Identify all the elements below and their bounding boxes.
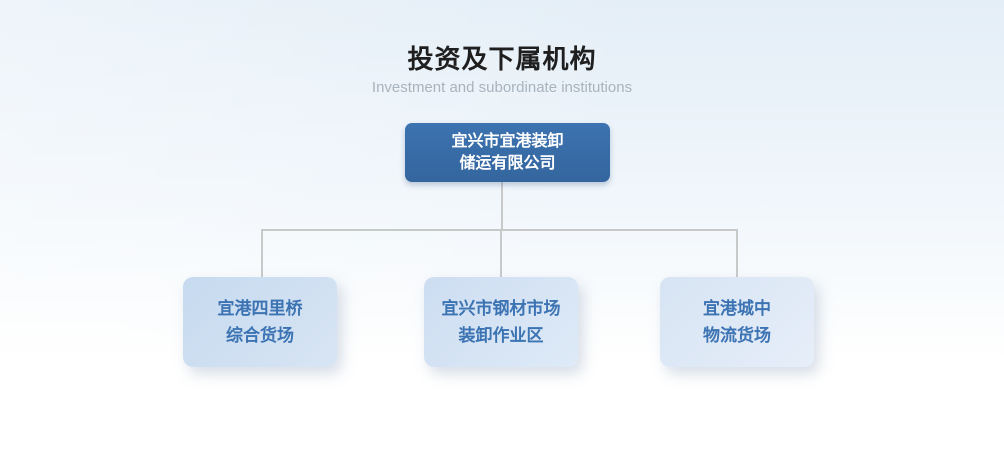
connector-horizontal-rail [261,229,738,231]
org-node-child-3: 宜港城中 物流货场 [660,277,814,367]
org-node-root-label-line1: 宜兴市宜港装卸 [451,132,564,150]
page-subtitle: Investment and subordinate institutions [371,79,633,96]
org-node-child-3-label-line2: 物流货场 [703,326,771,345]
connector-child-1-drop [261,229,263,277]
org-node-child-2-label-line2: 装卸作业区 [458,326,544,345]
connector-child-2-drop [500,229,502,277]
connector-root-drop [501,182,503,230]
org-node-child-1-label-line2: 综合货场 [226,326,294,345]
org-node-child-1-label-line1: 宜港四里桥 [217,299,303,318]
page-title: 投资及下属机构 [407,44,597,74]
org-node-child-1: 宜港四里桥 综合货场 [183,277,337,367]
org-node-child-3-label-line1: 宜港城中 [703,299,771,318]
org-node-child-2: 宜兴市钢材市场 装卸作业区 [424,277,578,367]
org-node-root: 宜兴市宜港装卸 储运有限公司 [405,123,610,182]
connector-child-3-drop [736,229,738,277]
org-node-child-2-label-line1: 宜兴市钢材市场 [441,299,561,318]
org-node-root-label-line2: 储运有限公司 [459,154,556,172]
